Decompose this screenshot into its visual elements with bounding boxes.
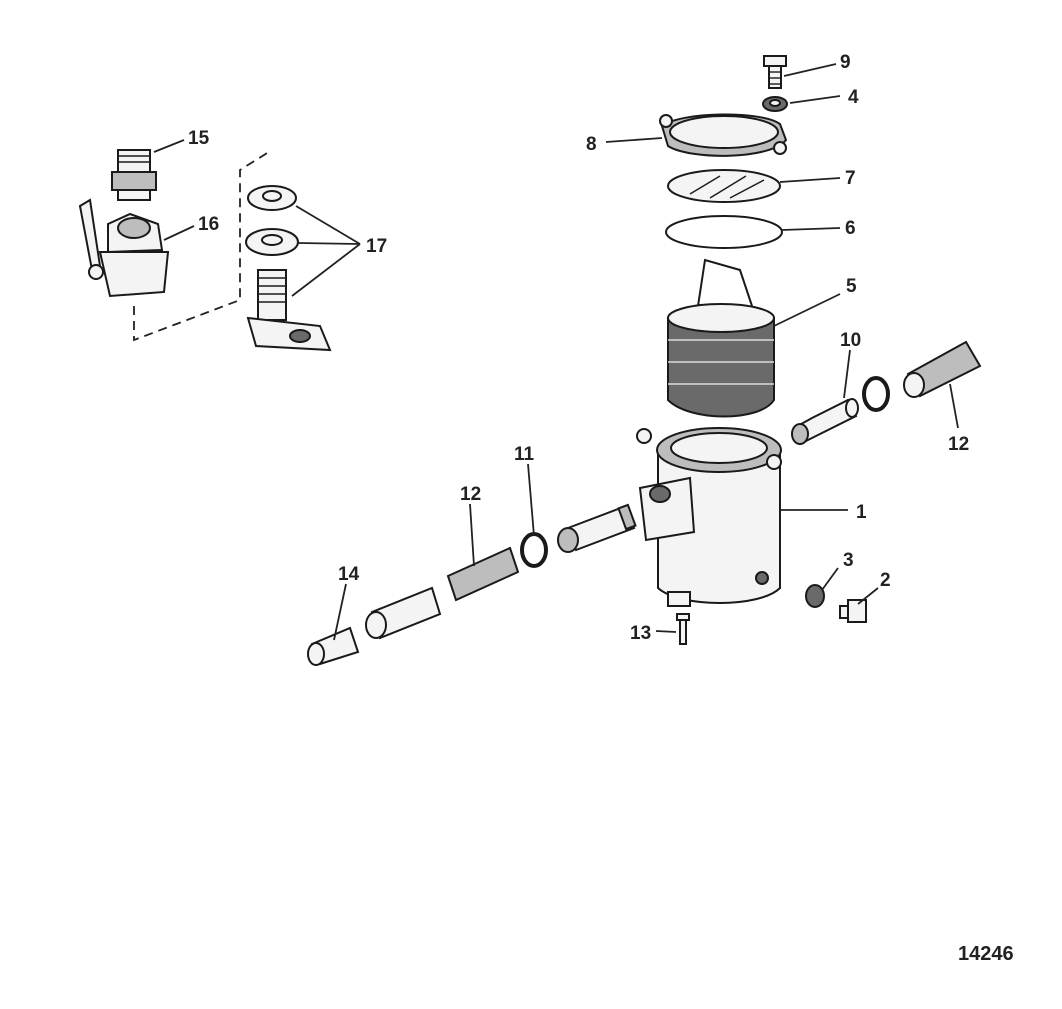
hose-segment: [365, 586, 442, 640]
thru-hull-part-17: [245, 185, 332, 352]
dashed-assembly-bracket: [133, 149, 273, 342]
callout-17: 17: [366, 236, 387, 257]
callout-10: 10: [840, 330, 861, 351]
strainer-body-part-1: [636, 427, 782, 607]
cover-ring-part-8: [659, 113, 788, 157]
fitting-part-15: [111, 149, 157, 201]
callout-7: 7: [845, 168, 856, 189]
bolt-part-9: [763, 55, 787, 89]
callout-6: 6: [845, 218, 856, 239]
seacock-valve-part-16: [78, 198, 170, 298]
callout-12-left: 12: [460, 484, 481, 505]
callout-3: 3: [843, 550, 854, 571]
hose-barb-part-14: [307, 626, 360, 666]
washer-part-4: [762, 96, 788, 112]
hose-part-12-left: [446, 546, 520, 602]
screw-part-13: [676, 613, 690, 645]
callout-15: 15: [188, 128, 210, 149]
callout-16: 16: [198, 214, 219, 235]
callout-9: 9: [840, 52, 851, 73]
o-ring-part-6: [665, 215, 783, 249]
glass-lid-part-7: [667, 169, 781, 203]
hose-clamp-part-11: [520, 532, 548, 568]
strainer-basket-part-5: [667, 258, 775, 418]
callout-2: 2: [880, 570, 891, 591]
hose-fitting-part-10: [791, 398, 859, 445]
leader-lines: [153, 63, 959, 641]
callout-5: 5: [846, 276, 857, 297]
figure-id-label: 14246: [958, 943, 1014, 965]
hose-part-12-right: [903, 340, 982, 398]
callout-14: 14: [338, 564, 360, 585]
callout-13: 13: [630, 623, 651, 644]
callout-8: 8: [586, 134, 597, 155]
callout-12-right: 12: [948, 434, 969, 455]
hose-clamp-right: [862, 376, 890, 412]
callout-1: 1: [856, 502, 867, 523]
callout-4: 4: [848, 87, 859, 108]
gasket-part-3: [805, 584, 825, 608]
inlet-fitting: [557, 503, 637, 553]
drain-plug-part-2: [839, 599, 867, 623]
callout-11: 11: [514, 444, 535, 465]
